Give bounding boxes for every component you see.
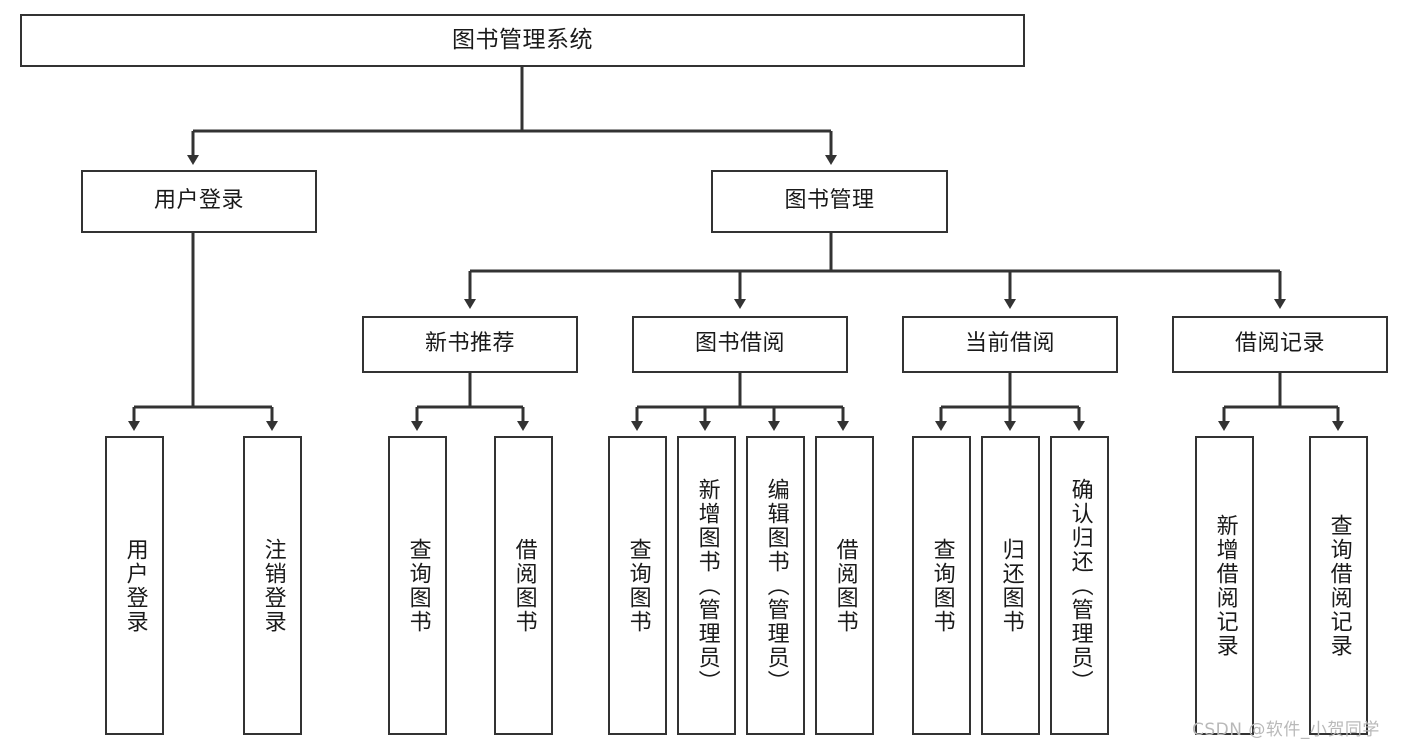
node-label: 借阅图书	[832, 537, 858, 634]
node-label: 注销登录	[260, 537, 286, 634]
node-label: 查询图书	[625, 537, 651, 634]
node-label: 查询图书	[929, 537, 955, 634]
csdn-watermark: CSDN @软件_小贺同学	[1192, 720, 1380, 740]
leaf-query-book-borrow[interactable]: 查询图书	[608, 436, 667, 735]
leaf-borrow-book-recommend[interactable]: 借阅图书	[494, 436, 553, 735]
node-label: 新增图书（管理员）	[694, 477, 720, 694]
node-label: 图书借阅	[694, 331, 785, 357]
node-label: 新增借阅记录	[1212, 513, 1238, 658]
node-new-book-recommend[interactable]: 新书推荐	[362, 316, 578, 373]
node-label: 图书管理	[784, 188, 875, 214]
node-label: 归还图书	[998, 537, 1024, 634]
leaf-query-book-current[interactable]: 查询图书	[912, 436, 971, 735]
node-label: 图书管理系统	[452, 26, 593, 53]
leaf-query-borrow-record[interactable]: 查询借阅记录	[1309, 436, 1368, 735]
leaf-edit-book[interactable]: 编辑图书（管理员）	[746, 436, 805, 735]
node-root-system[interactable]: 图书管理系统	[20, 14, 1025, 67]
node-label: 用户登录	[153, 188, 244, 214]
node-book-borrow[interactable]: 图书借阅	[632, 316, 848, 373]
node-label: 新书推荐	[424, 331, 515, 357]
node-label: 查询借阅记录	[1326, 513, 1352, 658]
node-user-login[interactable]: 用户登录	[81, 170, 317, 233]
leaf-add-book[interactable]: 新增图书（管理员）	[677, 436, 736, 735]
leaf-user-login[interactable]: 用户登录	[105, 436, 164, 735]
node-label: 借阅记录	[1234, 331, 1325, 357]
node-label: 当前借阅	[964, 331, 1055, 357]
node-label: 确认归还（管理员）	[1067, 477, 1093, 694]
leaf-logout[interactable]: 注销登录	[243, 436, 302, 735]
node-label: 用户登录	[122, 537, 148, 634]
node-label: 借阅图书	[511, 537, 537, 634]
node-borrow-record[interactable]: 借阅记录	[1172, 316, 1388, 373]
node-label: 查询图书	[405, 537, 431, 634]
leaf-query-book-recommend[interactable]: 查询图书	[388, 436, 447, 735]
node-label: 编辑图书（管理员）	[763, 477, 789, 694]
leaf-add-borrow-record[interactable]: 新增借阅记录	[1195, 436, 1254, 735]
leaf-confirm-return[interactable]: 确认归还（管理员）	[1050, 436, 1109, 735]
leaf-borrow-book[interactable]: 借阅图书	[815, 436, 874, 735]
node-book-manage[interactable]: 图书管理	[711, 170, 948, 233]
node-current-borrow[interactable]: 当前借阅	[902, 316, 1118, 373]
leaf-return-book[interactable]: 归还图书	[981, 436, 1040, 735]
